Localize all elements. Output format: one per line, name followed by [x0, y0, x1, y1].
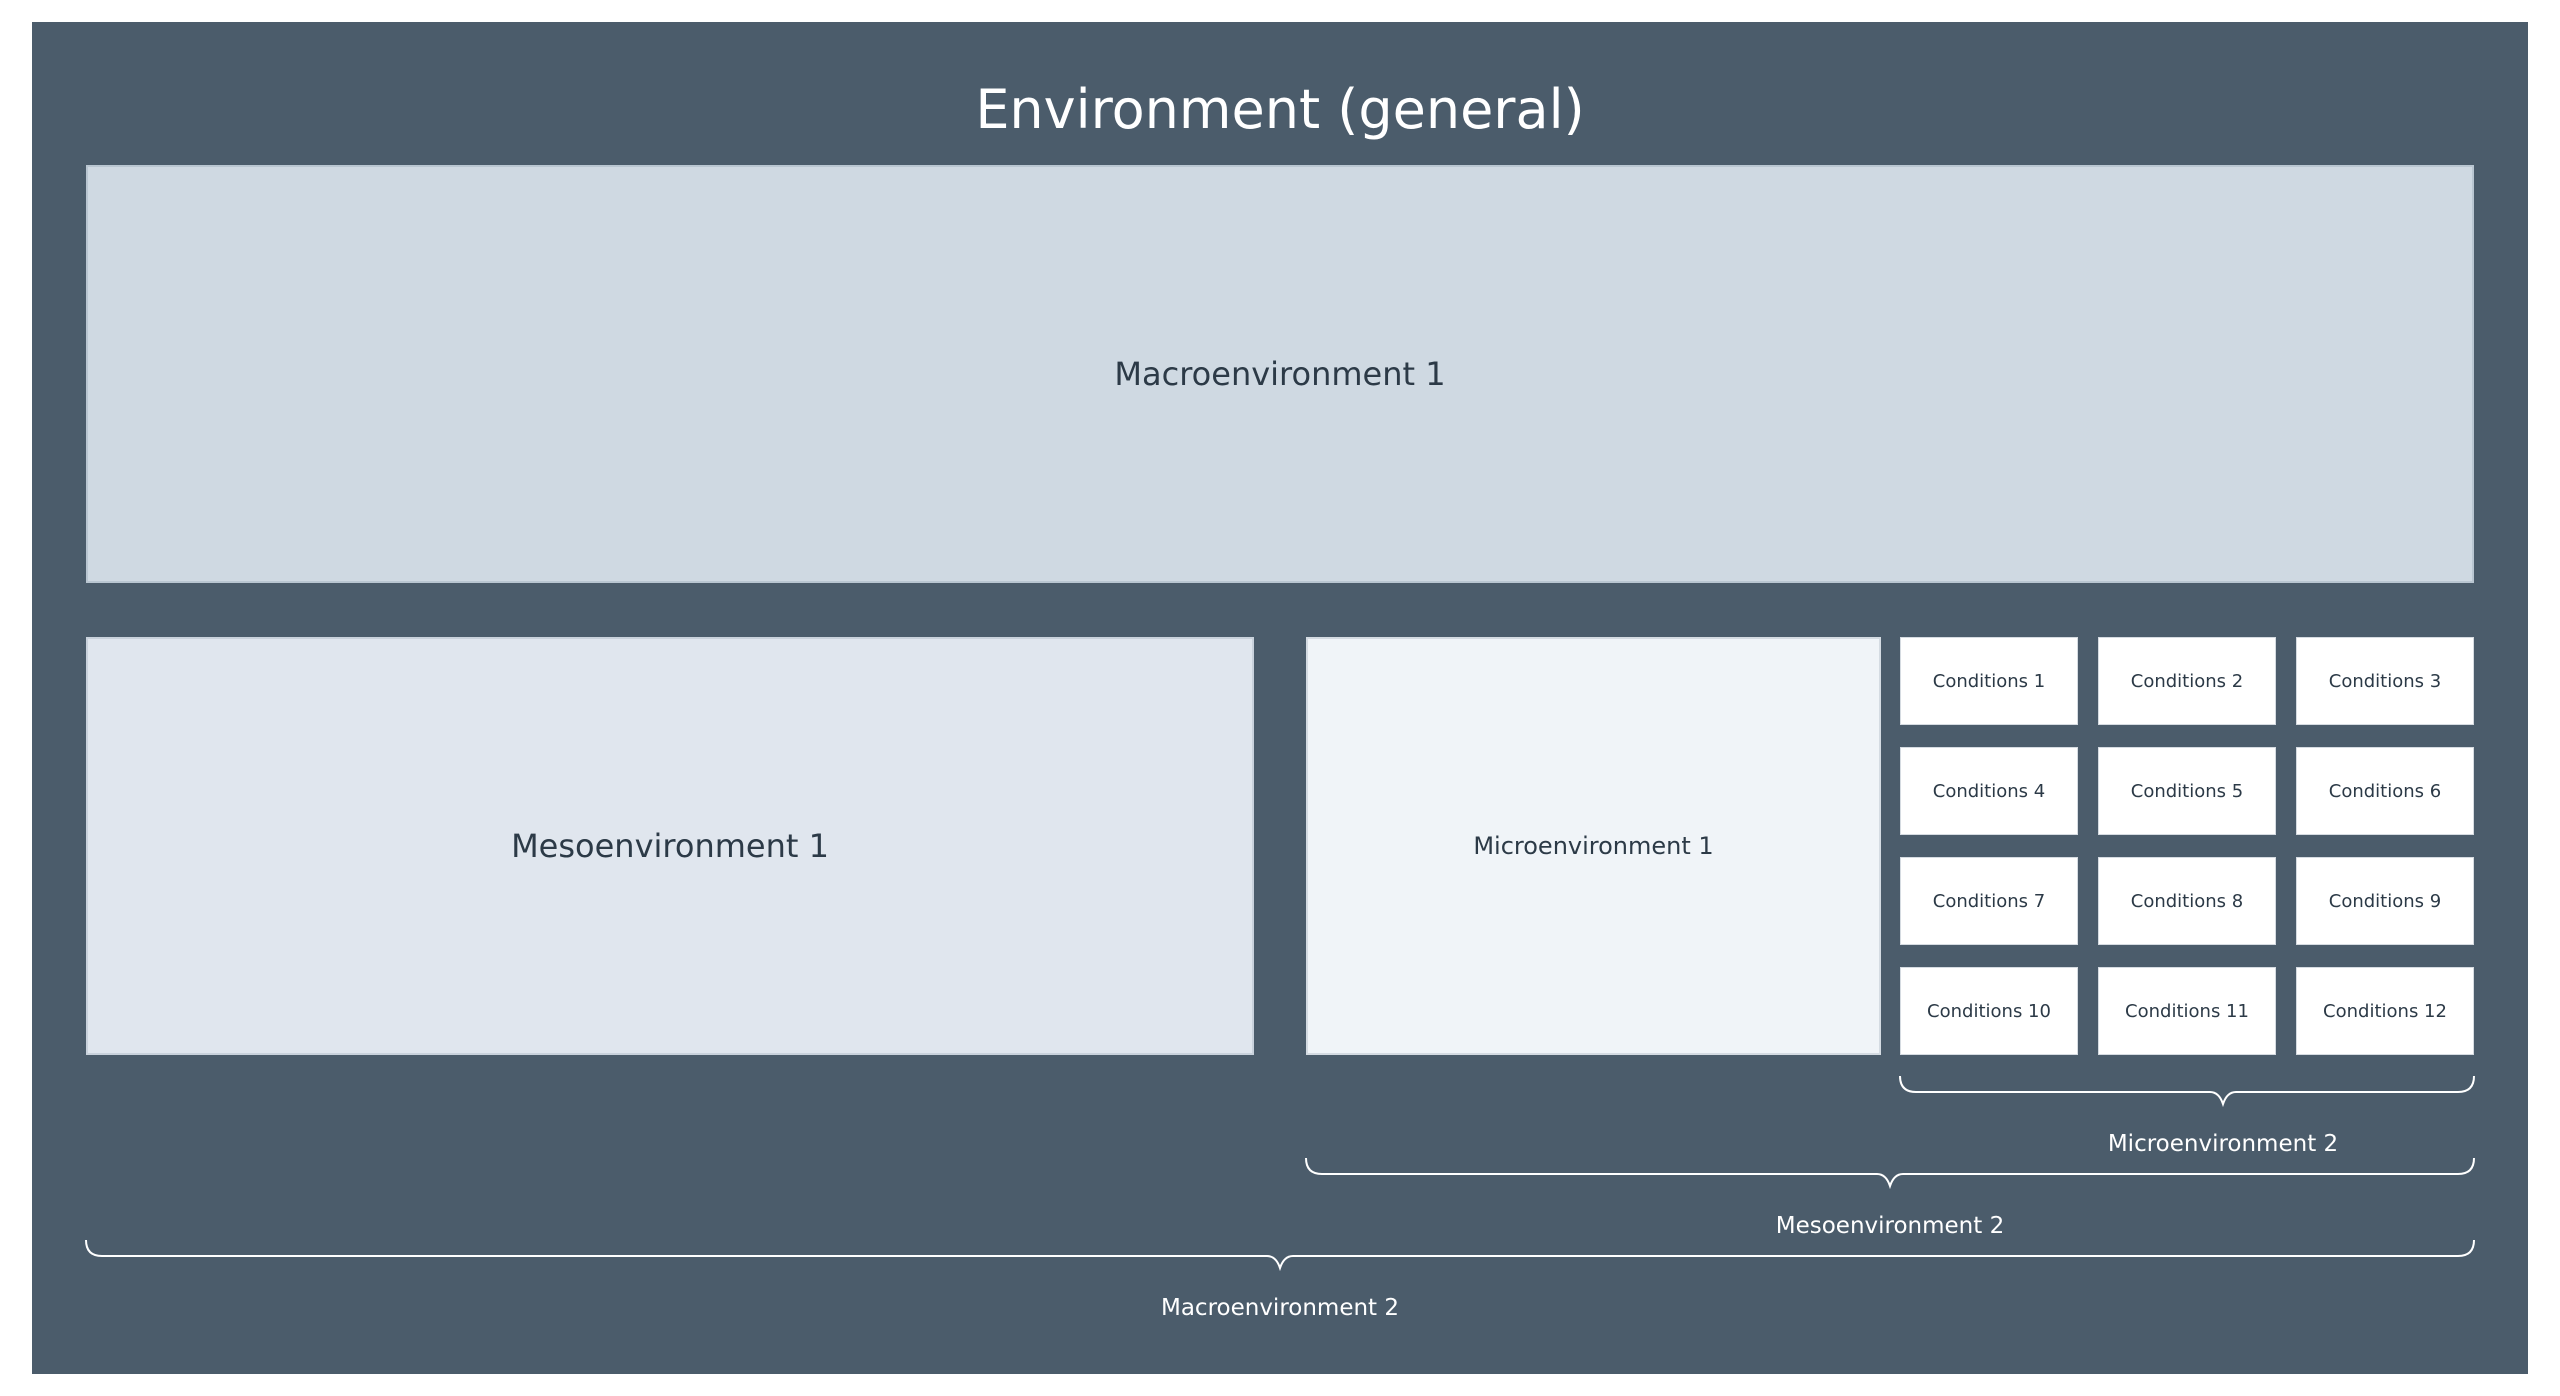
mesoenvironment-1-box: Mesoenvironment 1	[86, 637, 1254, 1055]
conditions-box: Conditions 7	[1900, 857, 2078, 945]
microenvironment-1-box: Microenvironment 1	[1306, 637, 1881, 1055]
macroenvironment-1-box: Macroenvironment 1	[86, 165, 2474, 583]
macroenvironment-1-label: Macroenvironment 1	[1114, 355, 1446, 393]
conditions-label: Conditions 9	[2328, 890, 2442, 912]
macroenvironment-2-label: Macroenvironment 2	[1160, 1295, 1400, 1321]
conditions-box: Conditions 4	[1900, 747, 2078, 835]
conditions-label: Conditions 6	[2328, 780, 2442, 802]
microenvironment-2-brace	[1899, 1075, 2475, 1108]
conditions-label: Conditions 1	[1932, 670, 2046, 692]
conditions-box: Conditions 9	[2296, 857, 2474, 945]
conditions-label: Conditions 11	[2125, 1000, 2249, 1022]
conditions-label: Conditions 2	[2130, 670, 2244, 692]
conditions-box: Conditions 11	[2098, 967, 2276, 1055]
mesoenvironment-2-label: Mesoenvironment 2	[1775, 1213, 2005, 1239]
conditions-box: Conditions 8	[2098, 857, 2276, 945]
conditions-box: Conditions 12	[2296, 967, 2474, 1055]
conditions-label: Conditions 3	[2328, 670, 2442, 692]
conditions-box: Conditions 2	[2098, 637, 2276, 725]
diagram-title: Environment (general)	[975, 78, 1585, 141]
conditions-label: Conditions 7	[1932, 890, 2046, 912]
conditions-label: Conditions 8	[2130, 890, 2244, 912]
microenvironment-2-label: Microenvironment 2	[2107, 1131, 2339, 1157]
conditions-label: Conditions 12	[2323, 1000, 2447, 1022]
conditions-box: Conditions 10	[1900, 967, 2078, 1055]
conditions-label: Conditions 10	[1927, 1000, 2051, 1022]
conditions-box: Conditions 3	[2296, 637, 2474, 725]
mesoenvironment-1-label: Mesoenvironment 1	[511, 827, 829, 865]
conditions-label: Conditions 5	[2130, 780, 2244, 802]
conditions-box: Conditions 6	[2296, 747, 2474, 835]
macroenvironment-2-brace	[85, 1239, 2475, 1272]
environment-diagram: Environment (general) Macroenvironment 1…	[32, 22, 2528, 1374]
conditions-label: Conditions 4	[1932, 780, 2046, 802]
conditions-box: Conditions 1	[1900, 637, 2078, 725]
mesoenvironment-2-brace	[1305, 1157, 2475, 1190]
microenvironment-1-label: Microenvironment 1	[1473, 832, 1714, 860]
conditions-box: Conditions 5	[2098, 747, 2276, 835]
